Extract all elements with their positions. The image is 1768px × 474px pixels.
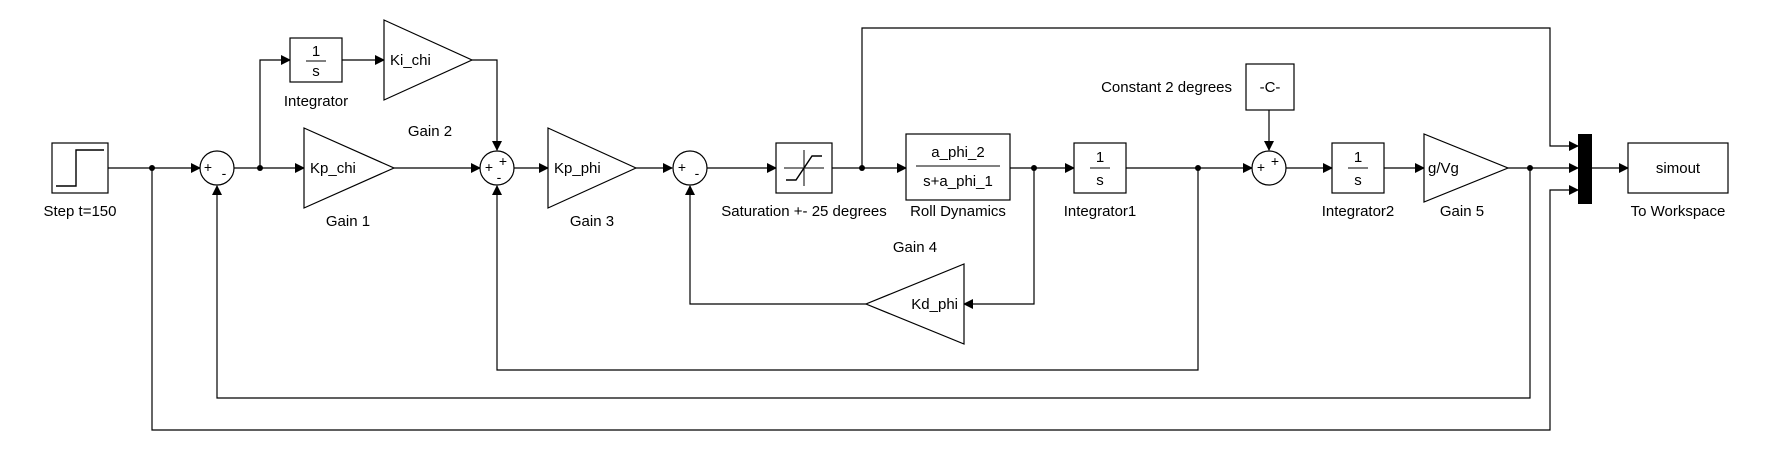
- sum2-block[interactable]: + + -: [479, 150, 515, 186]
- gain2-block[interactable]: Ki_chi: [383, 19, 474, 101]
- gain2-text: Ki_chi: [390, 52, 431, 69]
- gain3-block[interactable]: Kp_phi: [547, 127, 638, 209]
- roll-dynamics-denominator: s+a_phi_1: [923, 173, 993, 190]
- integrator2-block[interactable]: 1 s: [1331, 142, 1385, 194]
- saturation-block[interactable]: [775, 142, 833, 194]
- gain1-block[interactable]: Kp_chi: [303, 127, 396, 209]
- roll-dynamics-block[interactable]: a_phi_2 s+a_phi_1: [905, 133, 1011, 201]
- gain1-label: Gain 1: [326, 213, 370, 230]
- roll-dynamics-numerator: a_phi_2: [931, 144, 984, 161]
- roll-dynamics-label: Roll Dynamics: [910, 203, 1006, 220]
- integrator-label: Integrator: [284, 93, 348, 110]
- gain5-block[interactable]: g/Vg: [1423, 133, 1510, 203]
- wire-chi-feedback: [212, 168, 1531, 399]
- wire-roll-gain4: [963, 168, 1035, 309]
- step-icon: [56, 149, 104, 187]
- sum3-minus-sign: -: [695, 165, 700, 181]
- gain3-text: Kp_phi: [554, 160, 601, 177]
- to-workspace-label: To Workspace: [1631, 203, 1726, 220]
- wire-saturation-to-mux: [861, 27, 1579, 168]
- gain2-label: Gain 2: [408, 123, 452, 140]
- wire-step-to-mux: [151, 168, 1579, 431]
- constant-block[interactable]: -C-: [1245, 63, 1295, 111]
- step-block[interactable]: [51, 142, 109, 194]
- signal-wires: [108, 27, 1629, 431]
- wire-gain2-sum2: [472, 59, 502, 151]
- gain4-text: Kd_phi: [911, 296, 958, 313]
- sum4-left-plus-sign: +: [1257, 159, 1265, 175]
- wire-gain4-sum3: [685, 185, 866, 305]
- to-workspace-block[interactable]: simout: [1627, 142, 1729, 194]
- sum1-plus-sign: +: [204, 159, 212, 175]
- sum3-block[interactable]: + -: [672, 150, 708, 186]
- sum4-top-plus-sign: +: [1271, 153, 1279, 169]
- integrator2-numerator: 1: [1354, 149, 1362, 166]
- integrator2-label: Integrator2: [1322, 203, 1395, 220]
- wire-sum1-integrator: [259, 55, 291, 168]
- sum2-minus-sign: -: [497, 169, 502, 185]
- integrator1-denominator: s: [1096, 172, 1104, 189]
- saturation-label: Saturation +- 25 degrees: [721, 203, 887, 220]
- junction-dot: [149, 165, 155, 171]
- sum1-block[interactable]: + -: [199, 150, 235, 186]
- junction-dot: [257, 165, 263, 171]
- integrator2-denominator: s: [1354, 172, 1362, 189]
- junction-dot: [1527, 165, 1533, 171]
- integrator1-numerator: 1: [1096, 149, 1104, 166]
- mux-block[interactable]: [1578, 134, 1592, 204]
- junction-dot: [1195, 165, 1201, 171]
- gain4-block[interactable]: Kd_phi: [864, 263, 965, 345]
- wire-phi-feedback: [492, 168, 1199, 371]
- gain5-text: g/Vg: [1428, 160, 1459, 177]
- integrator1-block[interactable]: 1 s: [1073, 142, 1127, 194]
- integrator-block[interactable]: 1 s: [289, 37, 343, 83]
- integrator1-label: Integrator1: [1064, 203, 1137, 220]
- sum1-minus-sign: -: [222, 165, 227, 181]
- gain3-label: Gain 3: [570, 213, 614, 230]
- gain4-label: Gain 4: [893, 239, 937, 256]
- constant-text: -C-: [1260, 79, 1281, 96]
- junction-dot: [859, 165, 865, 171]
- constant-label: Constant 2 degrees: [1101, 79, 1232, 96]
- to-workspace-text: simout: [1656, 160, 1701, 177]
- sum2-left-plus-sign: +: [485, 159, 493, 175]
- sum4-block[interactable]: + +: [1251, 150, 1287, 186]
- gain1-text: Kp_chi: [310, 160, 356, 177]
- junction-dot: [1031, 165, 1037, 171]
- integrator-denominator: s: [312, 63, 320, 80]
- integrator-numerator: 1: [312, 43, 320, 60]
- gain5-label: Gain 5: [1440, 203, 1484, 220]
- sum3-plus-sign: +: [678, 159, 686, 175]
- step-label: Step t=150: [44, 203, 117, 220]
- sum2-top-plus-sign: +: [499, 153, 507, 169]
- saturation-icon: [784, 150, 824, 186]
